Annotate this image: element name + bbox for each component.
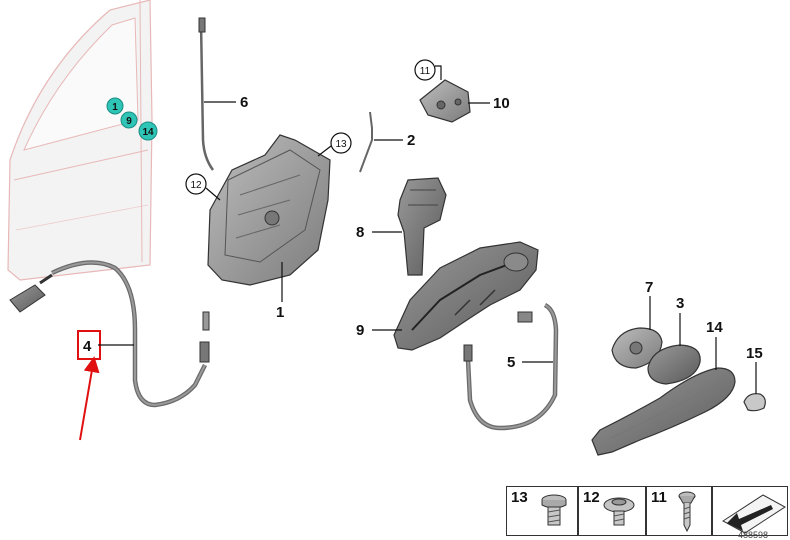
part-8-bracket	[397, 177, 447, 276]
label-6: 6	[240, 94, 248, 111]
direction-arrow-icon	[722, 494, 786, 534]
front-door-outline	[7, 0, 153, 281]
countersunk-screw-icon	[678, 491, 696, 533]
hardware-box-direction	[712, 486, 788, 536]
part-14-door-handle	[591, 367, 736, 456]
callout-13: 13	[330, 132, 352, 154]
hardware-box-12: 12	[578, 486, 646, 536]
label-14: 14	[706, 319, 723, 336]
svg-text:14: 14	[142, 127, 154, 138]
svg-text:1: 1	[112, 102, 118, 113]
label-7: 7	[645, 279, 653, 296]
hardware-box-11: 11	[646, 486, 712, 536]
washer-screw-icon	[603, 497, 635, 526]
label-15: 15	[746, 345, 763, 362]
part-4-bowden-cable	[9, 260, 210, 408]
label-8: 8	[356, 224, 364, 241]
hardware-number: 12	[583, 489, 600, 506]
part-1-door-lock	[207, 134, 331, 286]
svg-text:9: 9	[126, 116, 132, 127]
svg-text:11: 11	[420, 66, 431, 77]
torx-screw-icon	[541, 494, 567, 526]
label-1: 1	[276, 304, 284, 321]
svg-text:12: 12	[190, 180, 202, 191]
door-marker-1: 1	[106, 97, 124, 115]
label-5: 5	[507, 354, 515, 371]
highlight-arrow	[79, 356, 100, 441]
callout-12: 12	[185, 173, 207, 195]
part-10-striker	[419, 79, 471, 123]
part-15-plug	[743, 393, 766, 412]
hardware-number: 13	[511, 489, 528, 506]
label-2: 2	[407, 132, 415, 149]
part-2-rod	[359, 111, 373, 173]
label-3: 3	[676, 295, 684, 312]
part-7-cover	[611, 327, 663, 369]
reference-code: 488598	[738, 530, 769, 540]
door-marker-14: 14	[138, 121, 158, 141]
callout-11-top: 11	[414, 59, 436, 81]
part-3-cap	[647, 344, 701, 385]
door-marker-9: 9	[120, 111, 138, 129]
label-4: 4	[83, 338, 92, 355]
part-5-cable	[463, 302, 559, 431]
hardware-box-13: 13	[506, 486, 578, 536]
label-9: 9	[356, 322, 364, 339]
part-6-rod	[198, 17, 215, 171]
svg-text:13: 13	[335, 139, 347, 150]
part-9-handle-carrier	[393, 241, 539, 351]
label-10: 10	[493, 95, 510, 112]
hardware-number: 11	[651, 489, 667, 506]
